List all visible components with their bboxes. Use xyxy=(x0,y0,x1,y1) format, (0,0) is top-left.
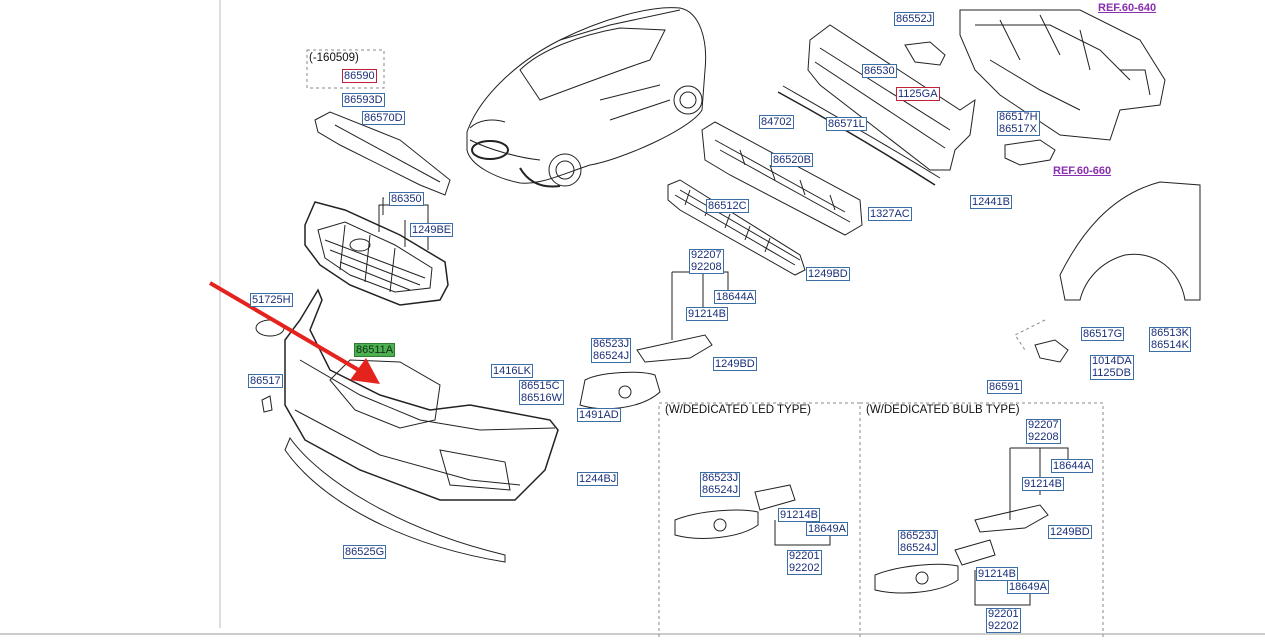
bulb-type-title: (W/DEDICATED BULB TYPE) xyxy=(866,404,1020,416)
part-label-86523j-86524j-c[interactable]: 86523J 86524J xyxy=(898,530,939,555)
part-label-86552j[interactable]: 86552J xyxy=(894,12,935,26)
date-note: (-160509) xyxy=(309,52,359,64)
radiator-grille xyxy=(304,201,449,306)
part-label-86571l[interactable]: 86571L xyxy=(826,117,867,131)
part-label-1327ac[interactable]: 1327AC xyxy=(868,207,912,221)
part-label-86523j-86524j-b[interactable]: 86523J 86524J xyxy=(700,472,741,497)
part-label-86525g[interactable]: 86525G xyxy=(343,545,387,559)
part-label-92207-92208-c[interactable]: 92207 92208 xyxy=(1026,419,1061,444)
fender xyxy=(1059,181,1201,301)
part-label-86523j-86524j-a[interactable]: 86523J 86524J xyxy=(591,338,632,363)
part-label-86517[interactable]: 86517 xyxy=(248,374,283,388)
part-label-86512c[interactable]: 86512C xyxy=(706,199,749,213)
part-label-1014da-1125db[interactable]: 1014DA 1125DB xyxy=(1090,355,1134,380)
radiator-support xyxy=(959,9,1166,141)
part-label-1244bj[interactable]: 1244BJ xyxy=(577,472,619,486)
red-arrow-pointer xyxy=(208,281,380,384)
part-label-1249be[interactable]: 1249BE xyxy=(410,223,454,237)
part-label-18649a-d[interactable]: 18649A xyxy=(1007,580,1049,594)
part-label-86517h-86517x[interactable]: 86517H 86517X xyxy=(997,111,1040,136)
bulb-type-box xyxy=(859,402,1104,640)
upper-trim xyxy=(314,111,451,196)
part-label-86593d[interactable]: 86593D xyxy=(342,93,385,107)
fog-cover xyxy=(579,371,661,410)
part-label-92207-92208-a[interactable]: 92207 92208 xyxy=(689,249,724,274)
date-note-box xyxy=(306,49,385,89)
car-illustration xyxy=(466,7,707,188)
part-label-86520b[interactable]: 86520B xyxy=(771,153,813,167)
led-type-title: (W/DEDICATED LED TYPE) xyxy=(665,404,811,416)
part-label-86517g[interactable]: 86517G xyxy=(1081,327,1125,341)
part-label-1491ad[interactable]: 1491AD xyxy=(577,408,621,422)
part-label-1249bd-a[interactable]: 1249BD xyxy=(806,267,850,281)
part-label-86590[interactable]: 86590 xyxy=(342,69,377,83)
part-label-18644a-a[interactable]: 18644A xyxy=(714,290,756,304)
part-label-91214b-c[interactable]: 91214B xyxy=(1022,477,1064,491)
part-label-91214b-d[interactable]: 91214B xyxy=(976,567,1018,581)
ref-60-660-link[interactable]: REF.60-660 xyxy=(1053,165,1112,177)
front-bumper-cover xyxy=(284,288,559,501)
part-label-92201-92202-d[interactable]: 92201 92202 xyxy=(986,608,1021,633)
bumper-beam xyxy=(777,24,1056,186)
part-label-1125ga[interactable]: 1125GA xyxy=(896,87,940,101)
part-label-92201-92202-b[interactable]: 92201 92202 xyxy=(787,550,822,575)
part-label-18649a-b[interactable]: 18649A xyxy=(806,522,848,536)
part-label-1249bd-c[interactable]: 1249BD xyxy=(1048,525,1092,539)
part-label-12441b[interactable]: 12441B xyxy=(970,195,1012,209)
part-label-51725h[interactable]: 51725H xyxy=(250,293,293,307)
part-label-86591[interactable]: 86591 xyxy=(987,380,1022,394)
part-label-86513k-86514k[interactable]: 86513K 86514K xyxy=(1149,327,1191,352)
part-label-86570d[interactable]: 86570D xyxy=(362,111,405,125)
part-label-86350[interactable]: 86350 xyxy=(389,192,424,206)
part-label-1416lk[interactable]: 1416LK xyxy=(491,364,533,378)
part-label-1249bd-b[interactable]: 1249BD xyxy=(713,357,757,371)
part-label-91214b-b[interactable]: 91214B xyxy=(778,508,820,522)
part-label-18644a-c[interactable]: 18644A xyxy=(1051,459,1093,473)
part-label-86530[interactable]: 86530 xyxy=(862,64,897,78)
part-label-86515c-86516w[interactable]: 86515C 86516W xyxy=(519,380,564,405)
energy-absorber xyxy=(701,121,863,236)
part-label-91214b-a[interactable]: 91214B xyxy=(686,307,728,321)
part-label-84702[interactable]: 84702 xyxy=(759,115,794,129)
part-label-86511a[interactable]: 86511A xyxy=(354,343,396,357)
lower-lip-strip xyxy=(284,436,506,563)
ref-60-640-link[interactable]: REF.60-640 xyxy=(1098,2,1157,14)
